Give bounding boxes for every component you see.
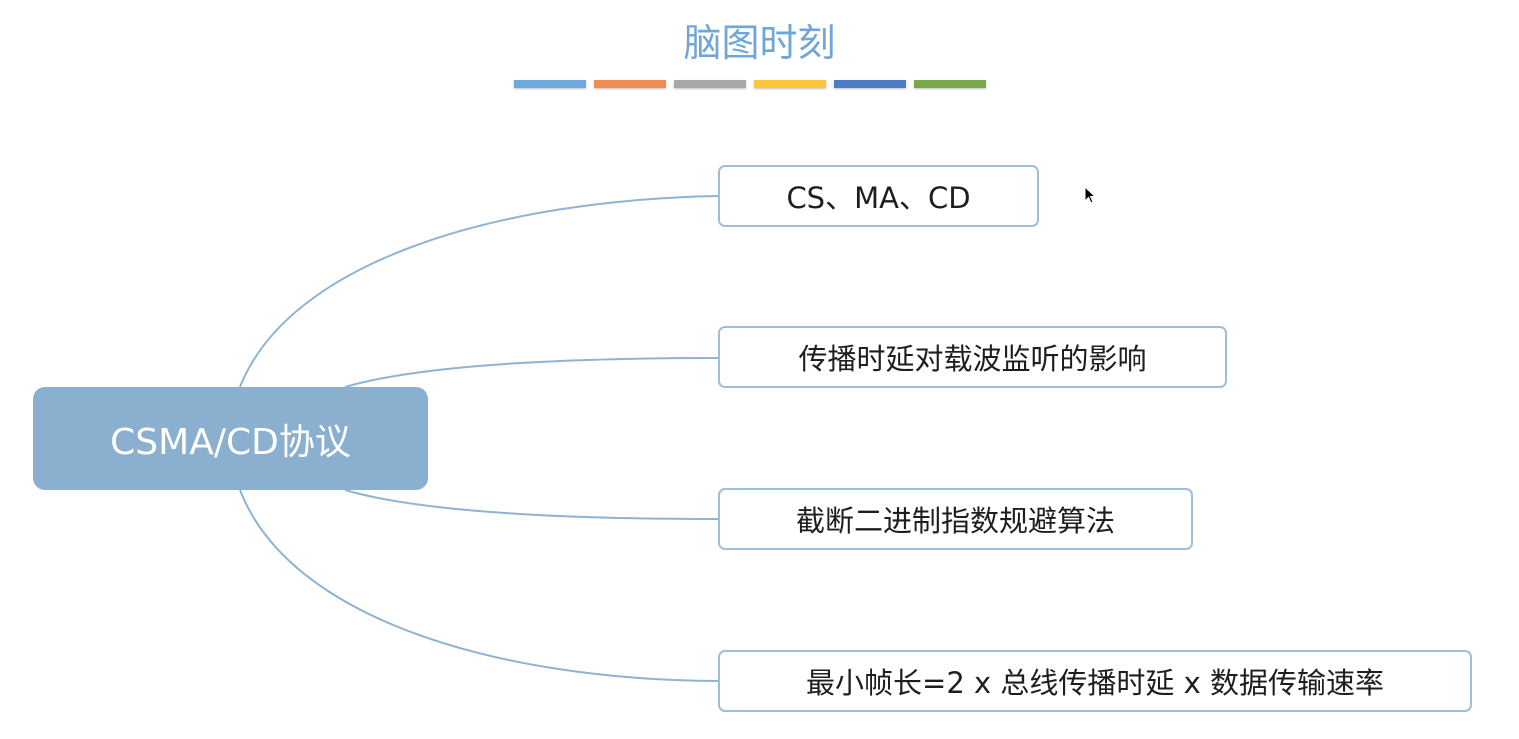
link-branch-4 [239, 489, 719, 682]
link-branch-1 [239, 195, 719, 388]
color-bar-strip [514, 80, 986, 88]
link-branch-2 [344, 357, 719, 388]
color-bar-green [914, 80, 986, 88]
branch-node[interactable]: 最小帧长=2 x 总线传播时延 x 数据传输速率 [718, 650, 1472, 712]
color-bar-darkblue [834, 80, 906, 88]
branch-node[interactable]: CS、MA、CD [718, 165, 1039, 227]
link-branch-3 [344, 489, 719, 520]
color-bar-yellow [754, 80, 826, 88]
color-bar-blue [514, 80, 586, 88]
branch-node[interactable]: 传播时延对载波监听的影响 [718, 326, 1227, 388]
root-node[interactable]: CSMA/CD协议 [33, 387, 428, 490]
mouse-pointer-icon [1084, 186, 1097, 204]
color-bar-orange [594, 80, 666, 88]
branch-node[interactable]: 截断二进制指数规避算法 [718, 488, 1193, 550]
color-bar-gray [674, 80, 746, 88]
page-title: 脑图时刻 [683, 21, 836, 65]
